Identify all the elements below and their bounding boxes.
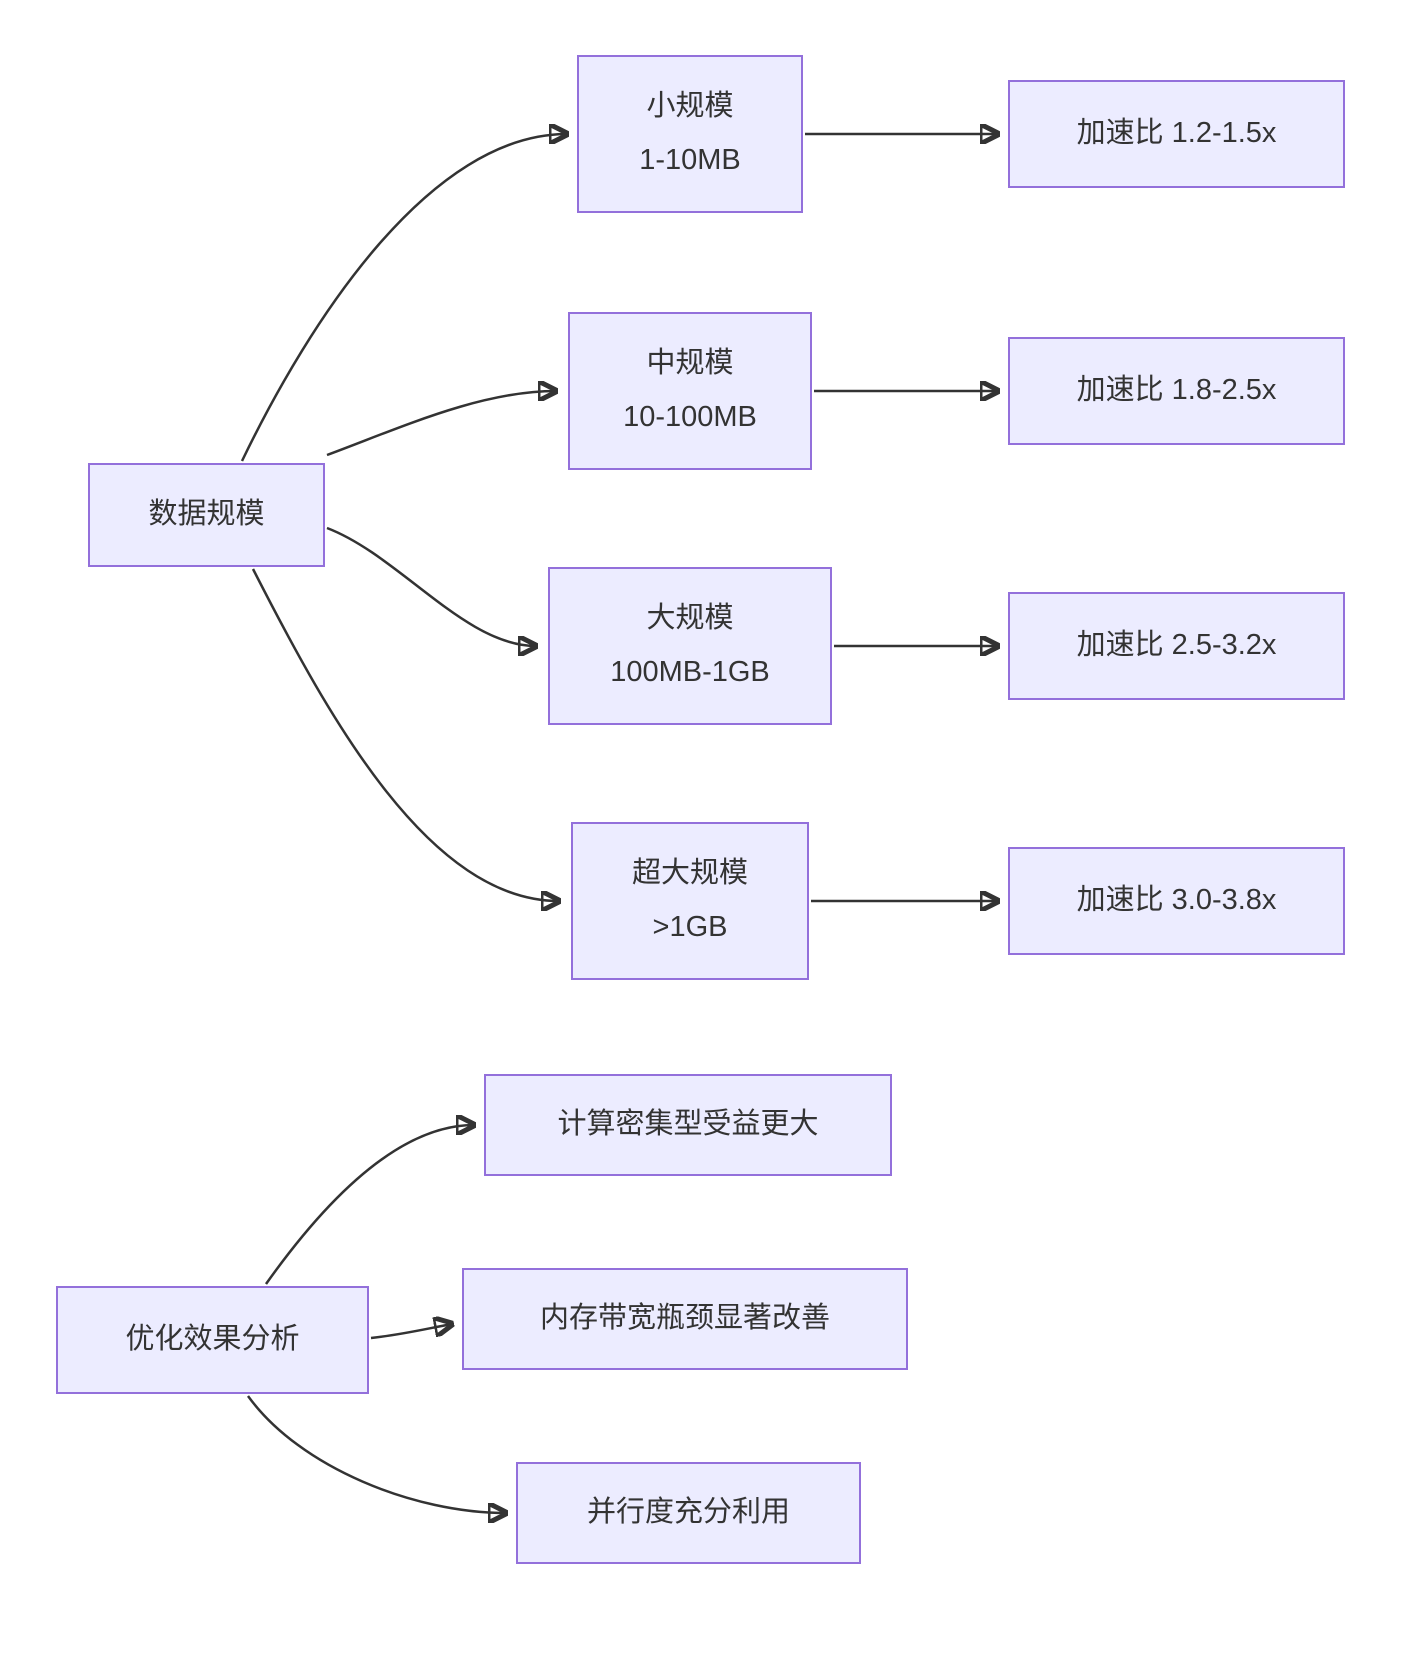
node-compute-intensive: 计算密集型受益更大 (484, 1074, 892, 1176)
node-speedup-xlarge: 加速比 3.0-3.8x (1008, 847, 1345, 955)
node-parallelism: 并行度充分利用 (516, 1462, 861, 1564)
node-label: 加速比 1.2-1.5x (1076, 117, 1277, 150)
node-sublabel: 10-100MB (623, 401, 757, 433)
node-label: 加速比 1.8-2.5x (1076, 374, 1277, 407)
node-speedup-medium: 加速比 1.8-2.5x (1008, 337, 1345, 445)
node-memory-bandwidth: 内存带宽瓶颈显著改善 (462, 1268, 908, 1370)
node-sublabel: 100MB-1GB (610, 656, 770, 688)
node-medium-scale: 中规模 10-100MB (568, 312, 812, 470)
node-label: 中规模 (646, 347, 734, 380)
edge-datascale-to-large (326, 526, 536, 646)
edge-datascale-to-small (240, 134, 567, 462)
node-speedup-large: 加速比 2.5-3.2x (1008, 592, 1345, 700)
node-speedup-small: 加速比 1.2-1.5x (1008, 80, 1345, 188)
node-data-scale: 数据规模 (88, 463, 325, 567)
node-optimization-analysis: 优化效果分析 (56, 1286, 369, 1394)
node-label: 小规模 (646, 90, 734, 123)
node-label: 加速比 3.0-3.8x (1076, 884, 1277, 917)
node-label: 内存带宽瓶颈显著改善 (539, 1302, 830, 1335)
edge-analysis-to-parallel (246, 1395, 506, 1513)
edge-datascale-to-medium (326, 391, 556, 457)
node-label: 超大规模 (631, 857, 748, 890)
node-xlarge-scale: 超大规模 >1GB (571, 822, 809, 980)
node-label: 加速比 2.5-3.2x (1076, 629, 1277, 662)
node-label: 大规模 (646, 602, 734, 635)
node-sublabel: 1-10MB (639, 144, 741, 176)
edge-datascale-to-xlarge (251, 568, 559, 901)
node-label: 数据规模 (148, 498, 265, 531)
edge-analysis-to-memory (370, 1324, 452, 1340)
node-sublabel: >1GB (652, 911, 728, 943)
node-small-scale: 小规模 1-10MB (577, 55, 803, 213)
node-label: 计算密集型受益更大 (557, 1108, 819, 1141)
edge-analysis-to-compute (264, 1125, 474, 1285)
node-label: 优化效果分析 (125, 1323, 300, 1356)
node-label: 并行度充分利用 (586, 1496, 790, 1529)
node-large-scale: 大规模 100MB-1GB (548, 567, 832, 725)
